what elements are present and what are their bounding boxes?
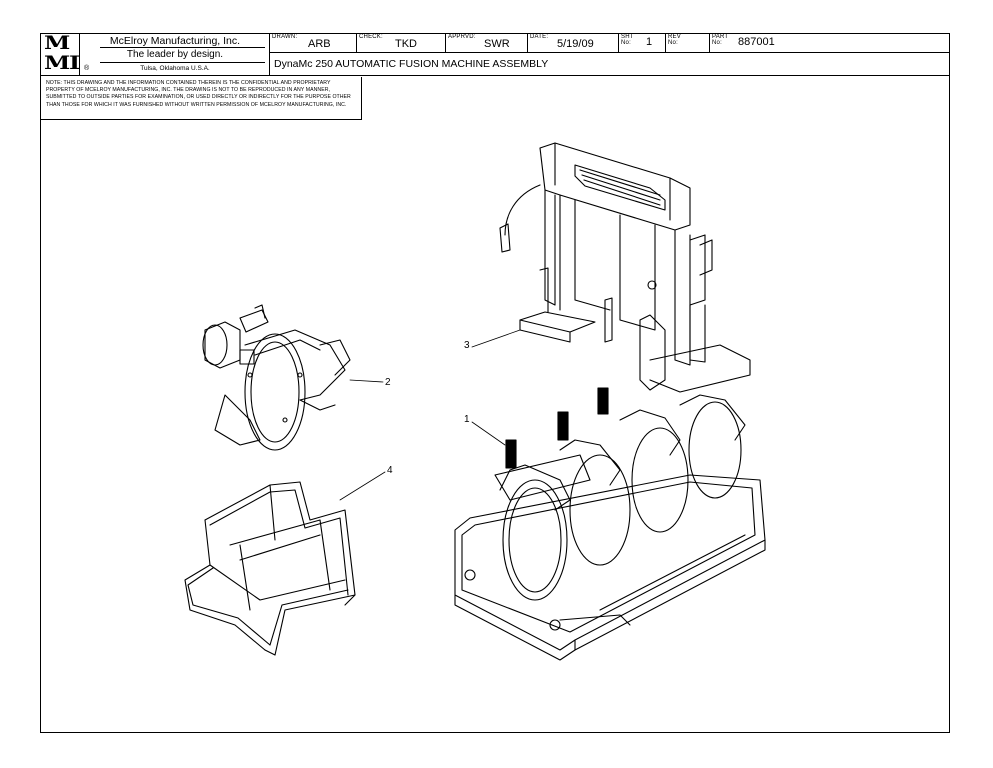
logo-bottom-text: MI [44, 52, 80, 74]
drawing-sheet-border [40, 33, 950, 733]
part-number-value: 887001 [738, 36, 775, 48]
drawn-value: ARB [308, 38, 331, 50]
confidentiality-note: NOTE: THIS DRAWING AND THE INFORMATION C… [40, 77, 362, 120]
company-tagline: The leader by design. [126, 49, 224, 60]
date-cell: DATE: 5/19/09 [528, 33, 619, 53]
company-name: McElroy Manufacturing, Inc. [109, 35, 241, 47]
date-label: DATE: [530, 34, 549, 40]
callout-4: 4 [387, 465, 393, 476]
sheet-number-label: SHT No: [621, 34, 634, 46]
drawing-title-cell: DynaMc 250 AUTOMATIC FUSION MACHINE ASSE… [270, 53, 950, 76]
revision-cell: REV No: [666, 33, 710, 53]
callout-1: 1 [464, 414, 470, 425]
logo-top-text: M [44, 32, 70, 54]
revision-label: REV No: [668, 34, 681, 46]
mcelroy-logo: M MI [40, 33, 80, 76]
sheet-number-value: 1 [646, 36, 653, 48]
apprvd-cell: APPRVD: SWR [446, 33, 528, 53]
drawn-cell: DRAWN: ARB [270, 33, 357, 53]
drawing-title: DynaMc 250 AUTOMATIC FUSION MACHINE ASSE… [274, 58, 549, 70]
callout-leader-lines [339, 329, 521, 501]
callout-2: 2 [385, 377, 391, 388]
company-location: Tulsa, Oklahoma U.S.A. [140, 65, 210, 72]
company-block: McElroy Manufacturing, Inc. The leader b… [80, 33, 270, 76]
registered-mark-icon: ® [84, 65, 90, 72]
apprvd-label: APPRVD: [448, 34, 476, 40]
drawn-label: DRAWN: [272, 34, 298, 40]
stand-frame [184, 481, 356, 656]
apprvd-value: SWR [484, 38, 510, 50]
heater-frame-assembly [499, 142, 751, 393]
sheet-number-cell: SHT No: 1 [619, 33, 666, 53]
check-cell: CHECK: TKD [357, 33, 446, 53]
check-value: TKD [395, 38, 417, 50]
part-number-label: PART No: [712, 34, 729, 46]
callout-3: 3 [464, 340, 470, 351]
carriage-assembly [454, 387, 766, 661]
title-block: M MI McElroy Manufacturing, Inc. The lea… [40, 33, 950, 76]
part-number-cell: PART No: 887001 [710, 33, 950, 53]
check-label: CHECK: [359, 34, 383, 40]
facer-assembly [202, 304, 351, 451]
date-value: 5/19/09 [557, 38, 594, 50]
